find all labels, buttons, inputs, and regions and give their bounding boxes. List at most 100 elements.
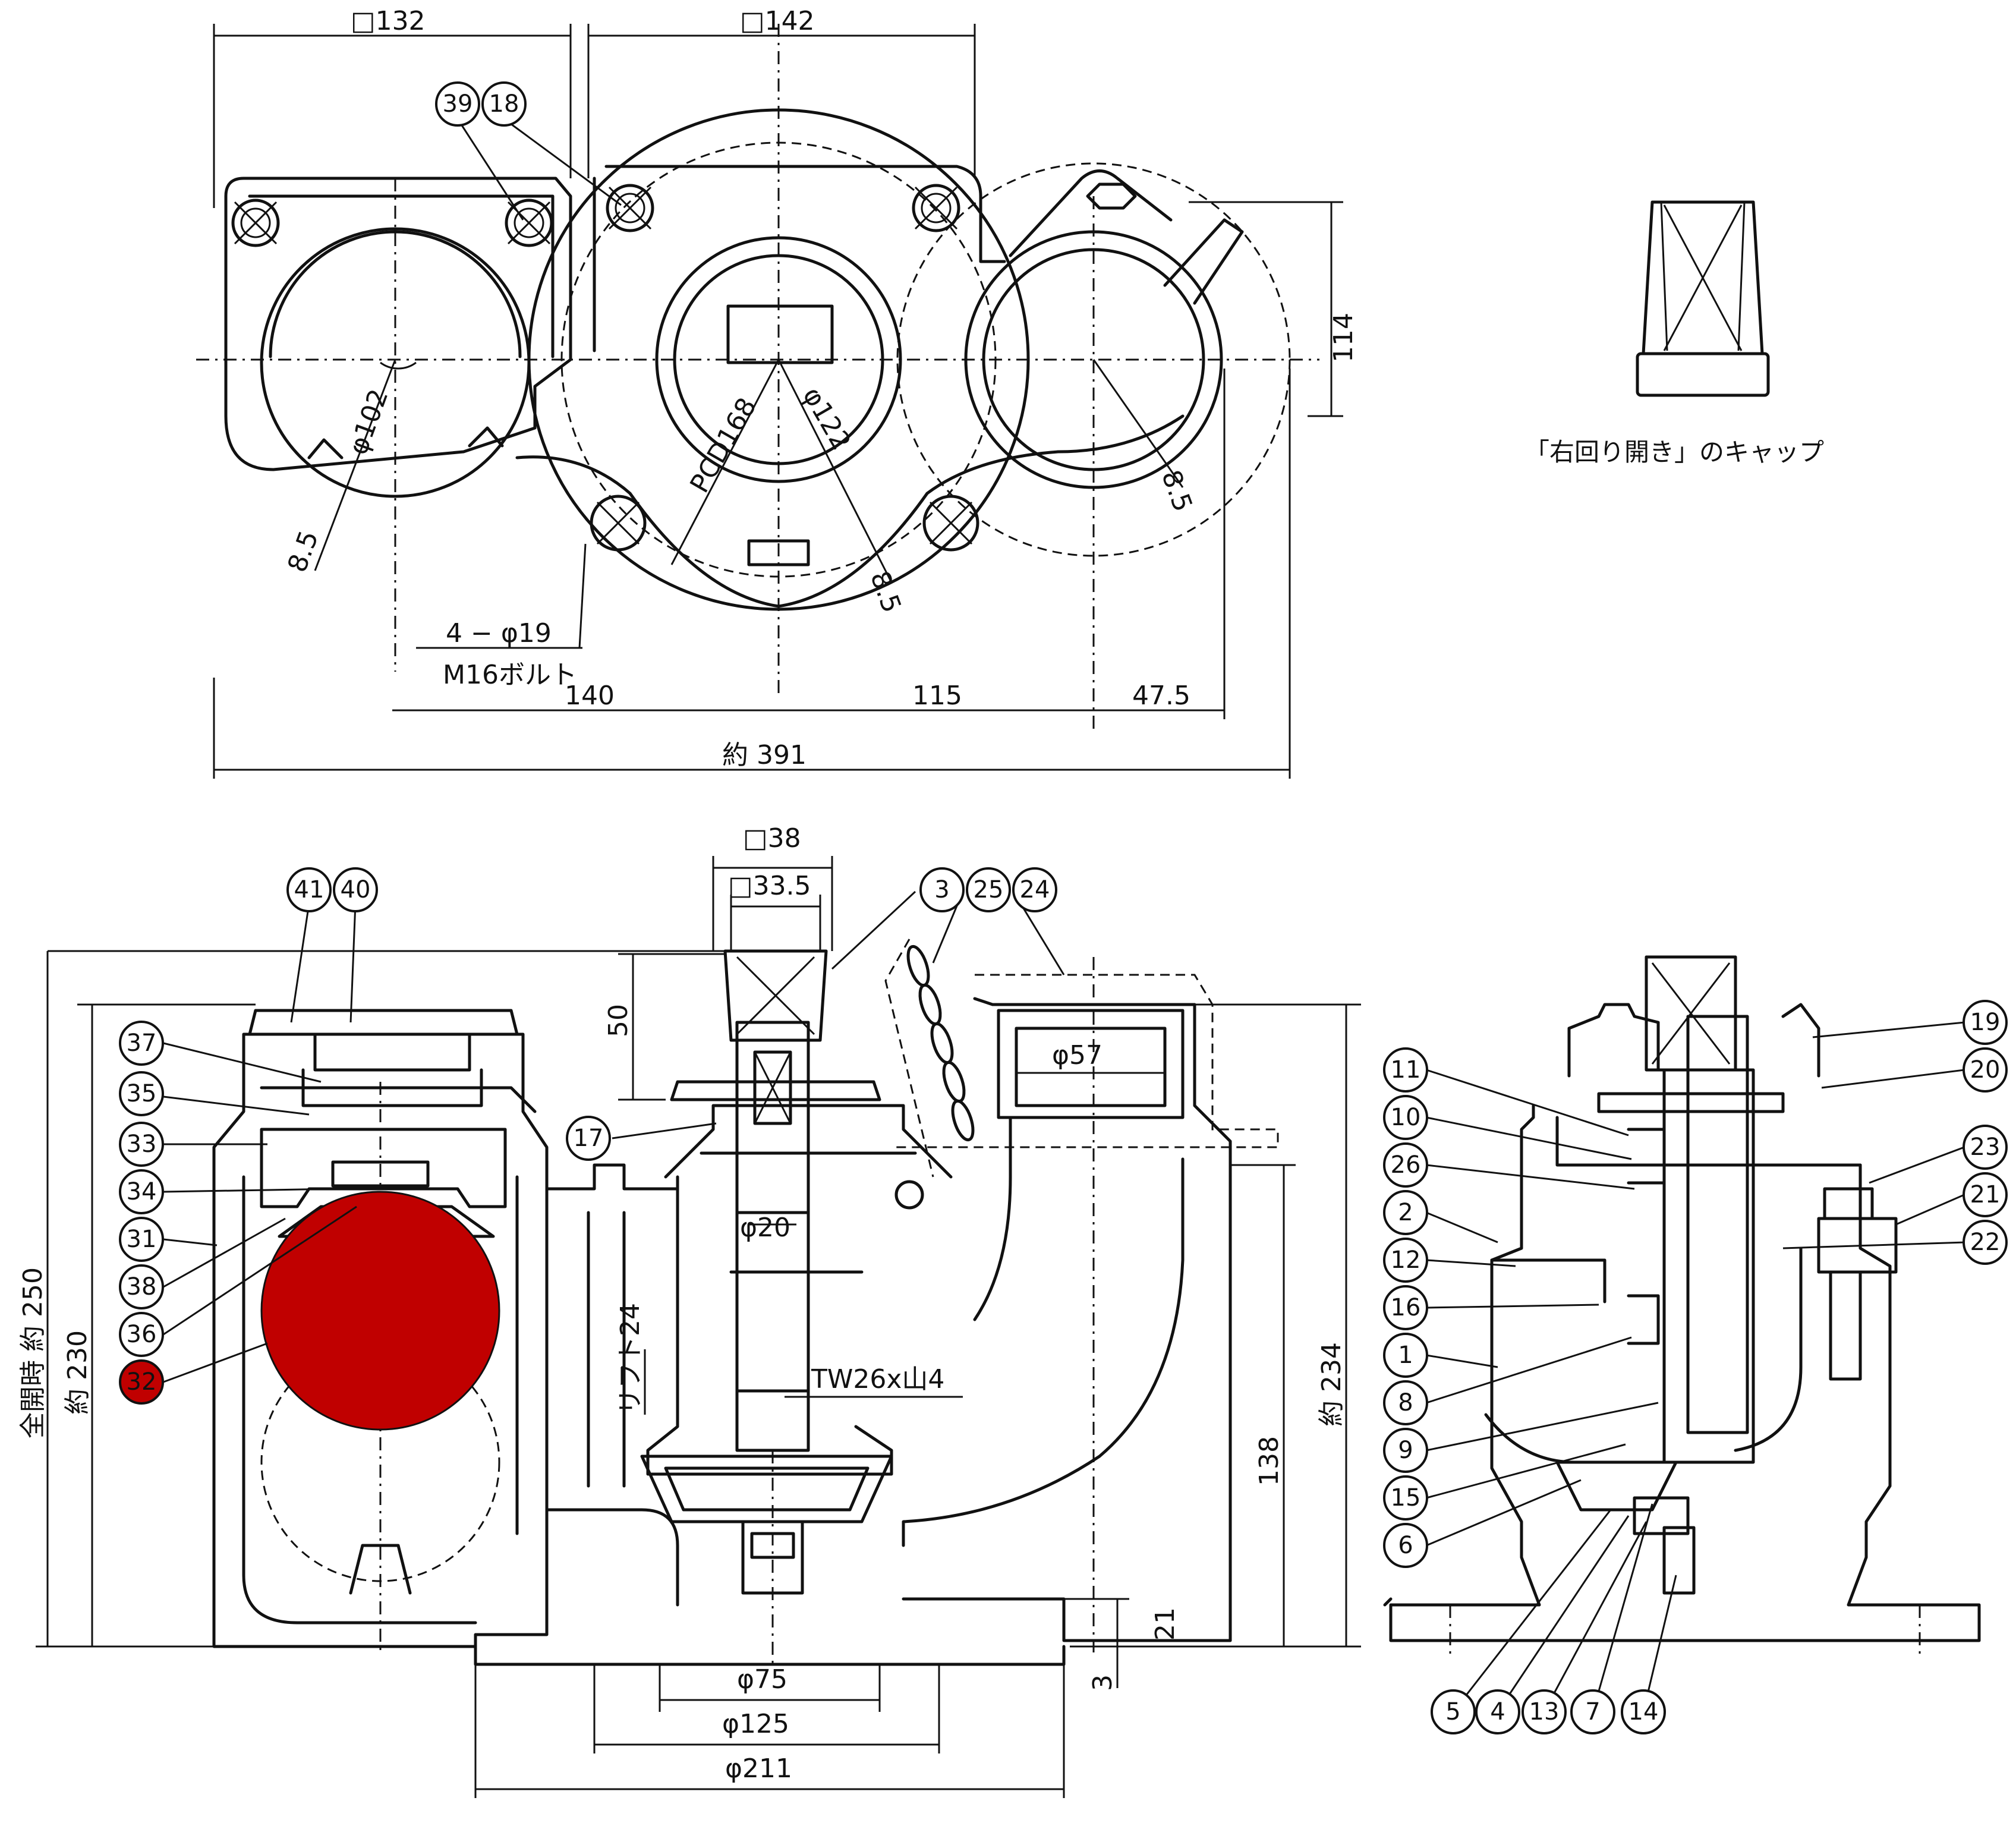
balloon-22: 22	[1963, 1220, 2008, 1265]
svg-text:14: 14	[1628, 1698, 1659, 1726]
balloon-18: 18	[481, 81, 527, 127]
svg-text:25: 25	[974, 876, 1004, 903]
svg-text:32: 32	[127, 1368, 157, 1396]
svg-text:10: 10	[1391, 1104, 1421, 1131]
balloon-41: 41	[286, 867, 332, 912]
balloon-20: 20	[1963, 1047, 2008, 1093]
balloon-34: 34	[119, 1169, 164, 1214]
svg-text:16: 16	[1391, 1294, 1421, 1321]
dim-dia75: φ75	[737, 1664, 788, 1695]
balloon-5: 5	[1431, 1689, 1476, 1734]
svg-text:7: 7	[1585, 1698, 1600, 1726]
balloon-4: 4	[1475, 1689, 1520, 1734]
dim-140: 140	[565, 681, 615, 711]
svg-text:21: 21	[1970, 1181, 2001, 1208]
svg-text:15: 15	[1391, 1484, 1421, 1512]
dim-sq142: □142	[740, 6, 815, 36]
svg-text:20: 20	[1970, 1056, 2001, 1084]
dim-dia102: φ102	[343, 385, 395, 459]
svg-text:22: 22	[1970, 1229, 2001, 1256]
balloon-39: 39	[435, 81, 480, 127]
dim-sq132: □132	[351, 6, 426, 36]
dim-bolt: M16ボルト	[443, 660, 577, 690]
svg-text:6: 6	[1398, 1532, 1413, 1559]
balloon-15: 15	[1383, 1475, 1428, 1520]
front-dimension-texts: □38 □33.5 50 φ57 φ20 TW26x山4 リフト24 全開時 約…	[18, 823, 1347, 1784]
svg-text:12: 12	[1391, 1246, 1421, 1274]
svg-text:23: 23	[1970, 1134, 2001, 1161]
svg-text:41: 41	[294, 876, 325, 903]
balloon-2: 2	[1383, 1190, 1428, 1235]
svg-text:17: 17	[574, 1125, 604, 1152]
balloon-10: 10	[1383, 1095, 1428, 1140]
dim-114: 114	[1328, 313, 1359, 363]
dim-r85-mid: 8.5	[864, 567, 907, 616]
balloons: 39 18 41 40 3 25 24 17 37 35 33 34 31 38…	[119, 81, 2008, 1734]
balloon-25: 25	[966, 867, 1011, 912]
dim-138: 138	[1254, 1436, 1284, 1486]
leader-lines	[163, 118, 1965, 1712]
svg-text:26: 26	[1391, 1151, 1421, 1179]
svg-text:8: 8	[1398, 1389, 1413, 1416]
plan-dimension-lines	[213, 24, 1343, 779]
svg-text:39: 39	[443, 90, 473, 118]
svg-text:31: 31	[127, 1226, 157, 1253]
svg-text:19: 19	[1970, 1009, 2001, 1036]
dim-thread: TW26x山4	[811, 1364, 944, 1394]
dim-dia122: φ122	[796, 382, 856, 455]
balloon-8: 8	[1383, 1380, 1428, 1425]
svg-text:35: 35	[127, 1080, 157, 1107]
side-section-view	[1383, 955, 1981, 1658]
balloon-16: 16	[1383, 1285, 1428, 1330]
svg-text:36: 36	[127, 1321, 157, 1348]
front-dimension-lines	[36, 856, 1361, 1798]
balloon-11: 11	[1383, 1047, 1428, 1093]
svg-text:4: 4	[1490, 1698, 1505, 1726]
balloon-3: 3	[919, 867, 965, 912]
bolt-symbol-4	[912, 184, 960, 232]
dim-47-5: 47.5	[1132, 681, 1190, 711]
svg-text:37: 37	[127, 1030, 157, 1057]
dim-r85-right: 8.5	[1155, 466, 1198, 515]
dim-115: 115	[912, 681, 962, 711]
dim-dia211: φ211	[725, 1753, 792, 1784]
dim-3: 3	[1088, 1674, 1118, 1691]
balloon-23: 23	[1963, 1125, 2008, 1170]
dim-230: 約 230	[62, 1330, 93, 1415]
svg-text:11: 11	[1391, 1056, 1421, 1084]
dim-lift: リフト24	[615, 1303, 645, 1415]
chain	[884, 939, 975, 1178]
svg-text:40: 40	[341, 876, 371, 903]
dim-pcd168: PCD168	[684, 393, 763, 498]
balloon-40: 40	[333, 867, 378, 912]
svg-text:18: 18	[489, 90, 519, 118]
balloon-1: 1	[1383, 1333, 1428, 1378]
balloon-21: 21	[1963, 1172, 2008, 1217]
dim-234: 約 234	[1316, 1342, 1347, 1427]
svg-text:9: 9	[1398, 1437, 1413, 1464]
balloon-32-highlighted: 32	[119, 1359, 164, 1405]
balloon-31: 31	[119, 1217, 164, 1262]
dim-50: 50	[603, 1004, 634, 1037]
float-ball-highlight	[260, 1191, 500, 1431]
svg-text:38: 38	[127, 1273, 157, 1301]
balloon-9: 9	[1383, 1428, 1428, 1473]
cap-caption: 「右回り開き」のキャップ	[1524, 437, 1824, 467]
dim-total-391: 約 391	[722, 740, 807, 770]
balloon-38: 38	[119, 1264, 164, 1309]
cap-detail: 「右回り開き」のキャップ	[1524, 200, 1824, 467]
svg-text:33: 33	[127, 1131, 157, 1158]
balloon-36: 36	[119, 1312, 164, 1357]
dim-21: 21	[1150, 1607, 1180, 1641]
svg-text:5: 5	[1445, 1698, 1460, 1726]
dim-sq38: □38	[743, 823, 801, 854]
balloon-12: 12	[1383, 1238, 1428, 1283]
dim-dia125: φ125	[722, 1709, 789, 1739]
svg-text:34: 34	[127, 1178, 157, 1205]
bolt-symbol-3	[606, 184, 654, 232]
dim-holes: 4 − φ19	[446, 618, 552, 648]
dim-dia20: φ20	[740, 1213, 790, 1243]
balloon-35: 35	[119, 1071, 164, 1116]
dim-full-open: 全開時 約 250	[18, 1267, 48, 1438]
